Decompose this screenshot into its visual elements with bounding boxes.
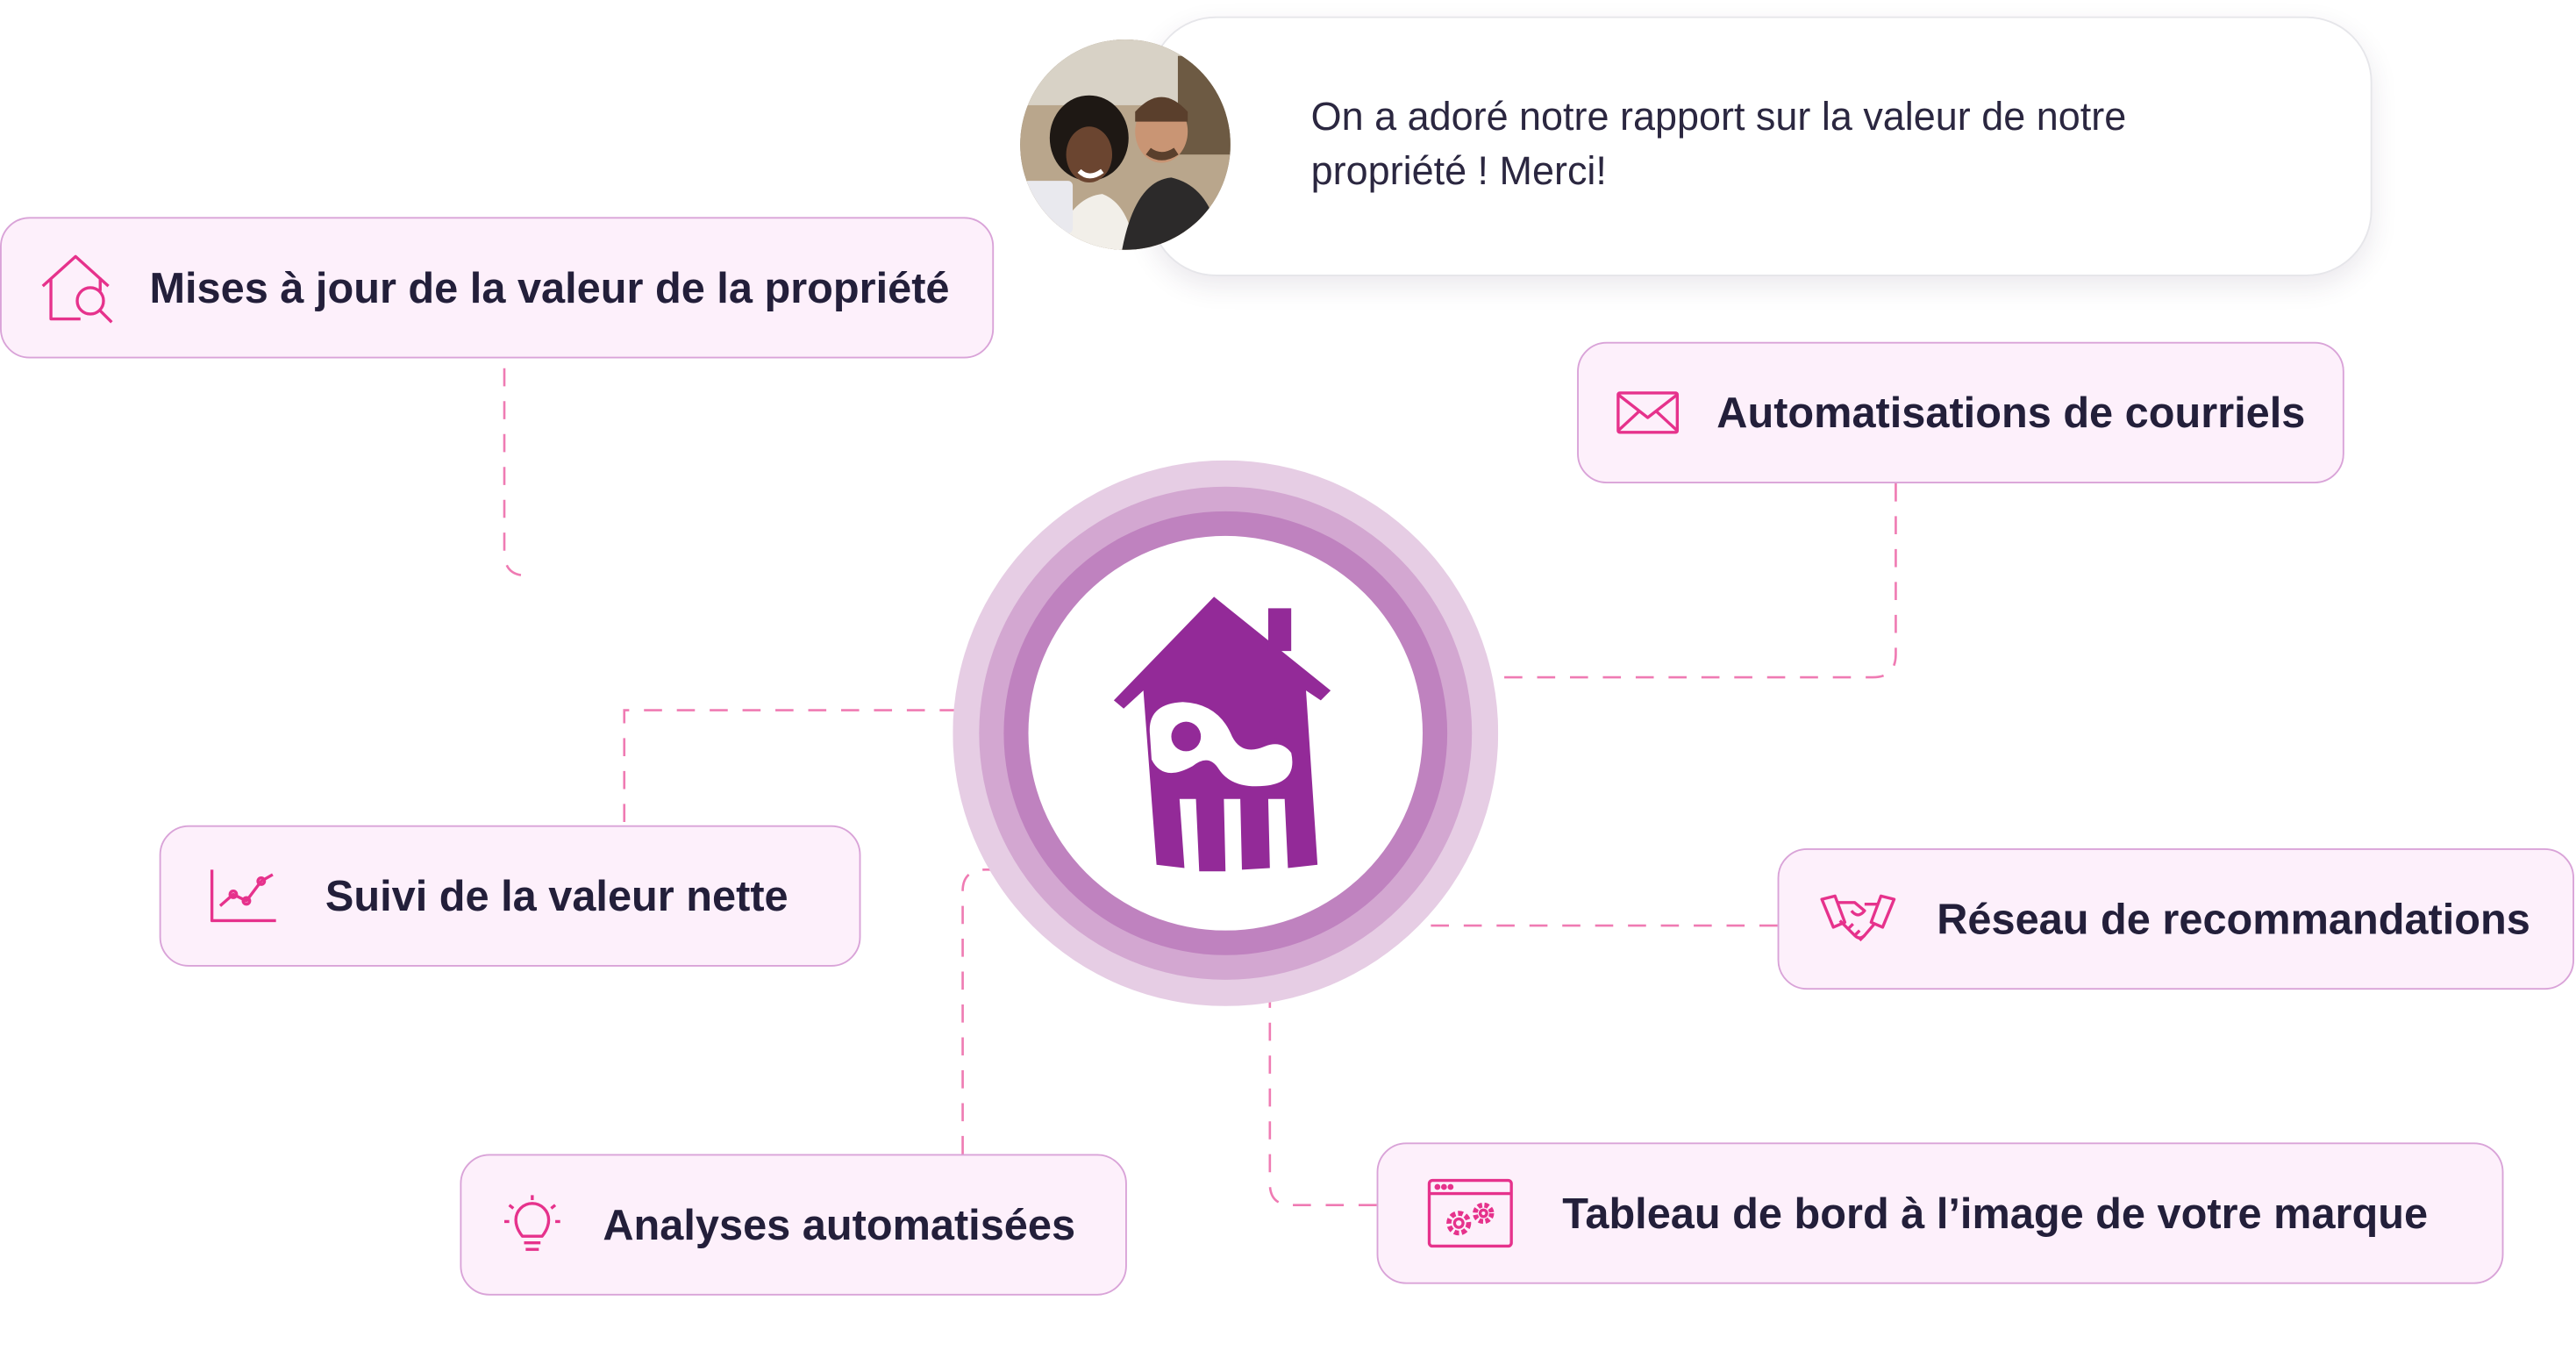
feature-label: Mises à jour de la valeur de la propriét… [149,261,950,312]
connector-dashboard [1268,920,1377,1206]
feature-property-updates: Mises à jour de la valeur de la propriét… [0,217,995,359]
feature-label: Suivi de la valeur nette [325,870,788,920]
connector-property-updates [503,368,526,577]
feature-net-worth: Suivi de la valeur nette [159,825,861,967]
connector-email [1416,482,1897,679]
dashboard-gears-icon [1378,1177,1562,1249]
line-chart-icon [161,867,325,926]
lightbulb-icon [461,1192,603,1258]
feature-label: Analyses automatisées [603,1199,1076,1249]
handshake-icon [1779,890,1937,948]
feature-email-automation: Automatisations de courriels [1577,341,2344,483]
house-search-icon [2,250,150,325]
connector-net-worth [623,709,1006,822]
feature-branded-dashboard: Tableau de bord à l’image de votre marqu… [1376,1142,2504,1284]
testimonial-text: On a adoré notre rapport sur la valeur d… [1310,95,2127,195]
feature-label: Réseau de recommandations [1937,893,2530,943]
hub-logo [953,460,1499,1006]
feature-label: Automatisations de courriels [1716,387,2306,437]
envelope-icon [1579,388,1716,437]
feature-automated-analytics: Analyses automatisées [460,1154,1127,1296]
connector-analytics [961,868,1085,1154]
testimonial-avatar [1020,39,1231,250]
testimonial-card: On a adoré notre rapport sur la valeur d… [1150,16,2373,276]
feature-referral-network: Réseau de recommandations [1777,847,2574,990]
feature-label: Tableau de bord à l’image de votre marqu… [1562,1187,2429,1238]
